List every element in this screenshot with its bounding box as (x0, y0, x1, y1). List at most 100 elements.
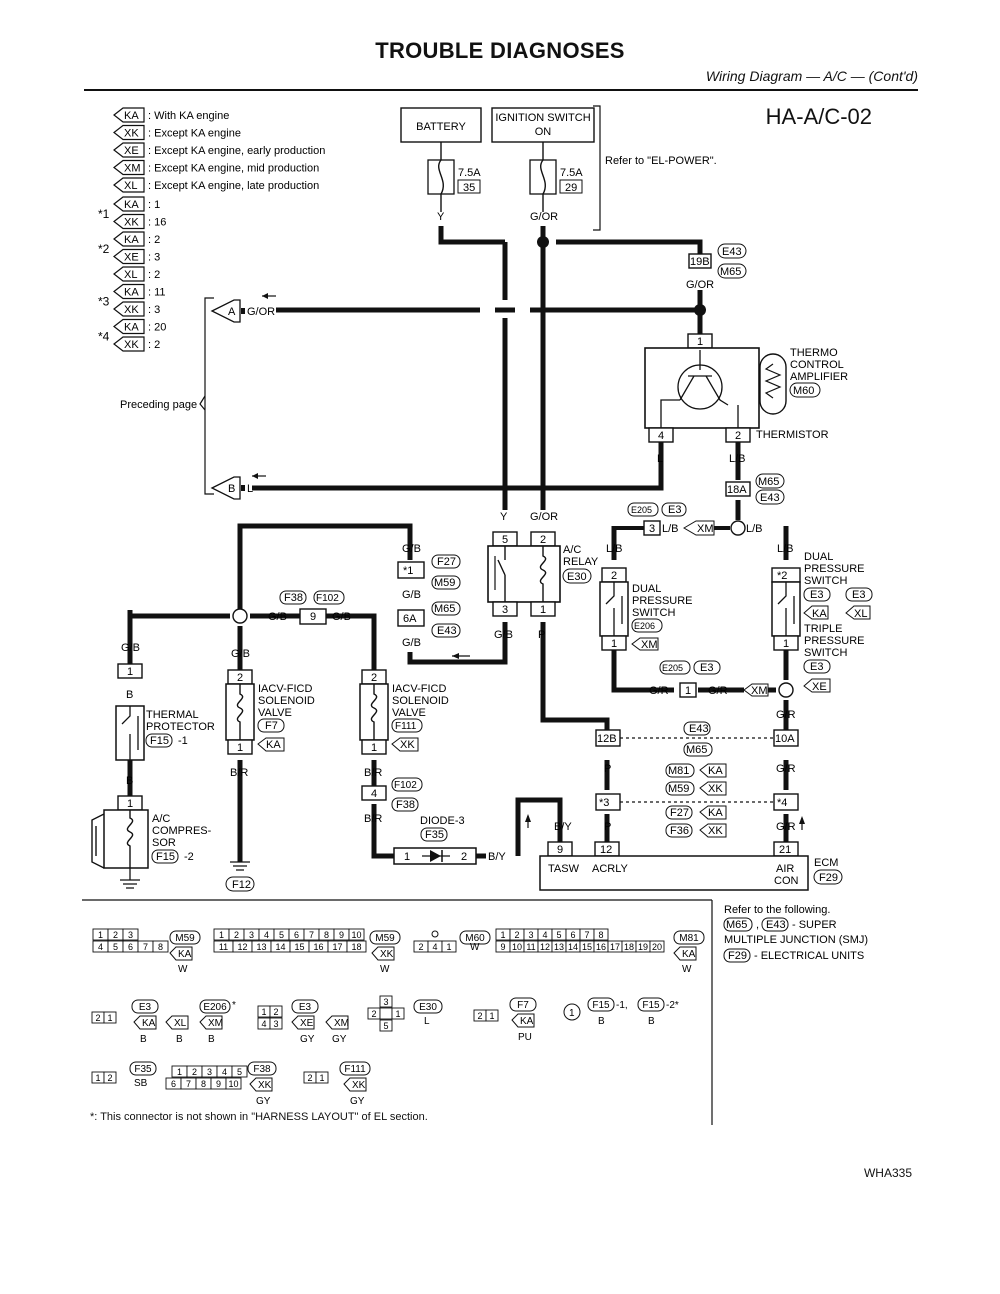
conn-m60-pins-0: 2 (418, 942, 423, 952)
diode-pin-2: 2 (461, 851, 467, 863)
f27-label-2: F27 (670, 807, 689, 819)
conn-big-bot-4: 15 (294, 942, 304, 952)
conn-big-color: W (380, 964, 390, 975)
m65-label-top: M65 (720, 266, 741, 278)
page-subtitle: Wiring Diagram — A/C — (Cont'd) (705, 68, 918, 84)
tps-pin-1: 1 (783, 638, 789, 650)
refer-e43: E43 (766, 919, 786, 931)
conn-f7-pins-0: 2 (477, 1011, 482, 1021)
conn-e3b-label: E3 (299, 1002, 312, 1013)
fuse-29-rating: 7.5A (560, 167, 583, 179)
star-mark-1: *2 (98, 242, 110, 256)
amp-pin-4: 4 (658, 430, 664, 442)
conn-m81-top-6: 7 (584, 930, 589, 940)
iacv-r-pin-2: 2 (371, 672, 377, 684)
comp-label-1: A/C (152, 813, 170, 825)
conn-f15-pin: 1 (569, 1008, 575, 1019)
fuse-35-wire: Y (437, 211, 445, 223)
star-2-text-1: : 3 (148, 304, 160, 316)
junction-18a: 18A M65 E43 (725, 473, 785, 505)
star-3-badge-1-text: XK (124, 339, 139, 351)
wire-gb-6a: G/B (402, 589, 421, 601)
conn-m81-bot-4: 13 (554, 942, 564, 952)
conn-e3-color-2: B (176, 1034, 183, 1045)
star-2-badge-1: XK (113, 301, 145, 317)
conn-big-top-5: 6 (294, 930, 299, 940)
preceding-page-bracket (199, 297, 214, 495)
conn-f15b-color: B (648, 1016, 655, 1027)
pin-9-f38: 9 (310, 611, 316, 623)
dpsr-label-2: PRESSURE (804, 563, 865, 575)
conn-big-bot-1: 12 (237, 942, 247, 952)
conn-m60-color: W (470, 942, 480, 953)
wire-y-relay: Y (500, 511, 508, 523)
conn-f38-top-3: 4 (222, 1067, 227, 1077)
thermo-label-3: AMPLIFIER (790, 371, 848, 383)
dps-label-2: PRESSURE (632, 595, 693, 607)
conn-e3b-xe: XE (300, 1018, 314, 1029)
ka-label-m81: KA (708, 765, 723, 777)
conn-big-top-1: 2 (234, 930, 239, 940)
star3-pin: *3 (599, 797, 609, 809)
junction-18a-label: 18A (727, 484, 747, 496)
f7-label: F7 (265, 720, 278, 732)
conn-m81-bot-11: 20 (652, 942, 662, 952)
wire-by-ecm: B/Y (554, 821, 572, 833)
refer-smj2: MULTIPLE JUNCTION (SMJ) (724, 934, 868, 946)
junction-19b: 19B E43 M65 G/OR (686, 243, 747, 291)
iacv-r-label-1: IACV-FICD (392, 683, 446, 695)
refer-box: Refer to the following. M65 , E43 - SUPE… (723, 904, 868, 963)
e43-label-6a: E43 (437, 625, 457, 637)
conn-e3b-xm: XM (334, 1018, 349, 1029)
connector-a: A G/OR (210, 293, 276, 323)
star-1-text-2: : 2 (148, 269, 160, 281)
tp-pin-1: 1 (127, 666, 133, 678)
header-rule (84, 89, 918, 91)
tp-label-2: PROTECTOR (146, 721, 215, 733)
f111-label: F111 (395, 721, 417, 732)
power-refer-text: Refer to "EL-POWER". (605, 155, 717, 167)
conn-f111-variant: XK (352, 1080, 366, 1091)
conn-m59-top-2: 3 (128, 930, 133, 940)
conn-e3-pins-1: 1 (107, 1013, 112, 1023)
f15-suffix-comp: -2 (184, 851, 194, 863)
conn-big-bot-2: 13 (256, 942, 266, 952)
amp-pin-1: 1 (697, 336, 703, 348)
star-1-badge-0-text: KA (124, 234, 139, 246)
conn-f35-label: F35 (134, 1064, 152, 1075)
conn-big-top-2: 3 (249, 930, 254, 940)
relay-pin-1: 1 (540, 604, 546, 616)
ka-label-dpsr: KA (812, 608, 827, 620)
junction-star3-star4: *3 *4 M81 KA M59 XK F27 KA F36 XK P G/R (595, 763, 805, 838)
wire-gb-iacv: G/B (231, 648, 250, 660)
conn-f38-color: GY (256, 1096, 271, 1107)
star-0-badge-0-text: KA (124, 199, 139, 211)
conn-f38-bot-3: 9 (216, 1079, 221, 1089)
relay-pin-2: 2 (540, 534, 546, 546)
e3-label-dpsr-2: E3 (852, 589, 865, 601)
dpsr-label-1: DUAL (804, 551, 833, 563)
ignition-switch-box: IGNITION SWITCH ON (491, 107, 595, 143)
ecm-pin-9: 9 (557, 844, 563, 856)
conn-big-bot-3: 14 (275, 942, 285, 952)
legend-text-4: : Except KA engine, late production (148, 180, 319, 192)
e30-label: E30 (567, 571, 587, 583)
conn-e3b-top-1: 2 (273, 1007, 278, 1017)
conn-m81-top-4: 5 (556, 930, 561, 940)
conn-m81-top-7: 8 (598, 930, 603, 940)
iacv-solenoid-right: 2 1 IACV-FICD SOLENOID VALVE F111 XK B/R… (359, 669, 449, 825)
ignition-label-2: ON (535, 126, 552, 138)
fuse-35-number: 35 (463, 182, 475, 194)
conn-f111-label: F111 (344, 1064, 366, 1075)
star-3-text-1: : 2 (148, 339, 160, 351)
conn-m81-bot-10: 19 (638, 942, 648, 952)
dual-pressure-switch-right: *2 1 DUAL PRESSURE SWITCH E3 E3 KA XL TR… (771, 551, 873, 693)
conn-f38-top-0: 1 (177, 1067, 182, 1077)
star-2-badge-0: KA (113, 283, 145, 300)
wire-gb-star1: G/B (402, 543, 421, 555)
ecm: 9 12 21 TASW ACRLY AIR CON ECM F29 B/Y (525, 814, 843, 891)
tps-label-1: TRIPLE (804, 623, 843, 635)
m65-label-12b: M65 (686, 744, 707, 756)
e3-label-1: E3 (668, 504, 681, 516)
wire-gr-2: G/R (708, 685, 728, 697)
